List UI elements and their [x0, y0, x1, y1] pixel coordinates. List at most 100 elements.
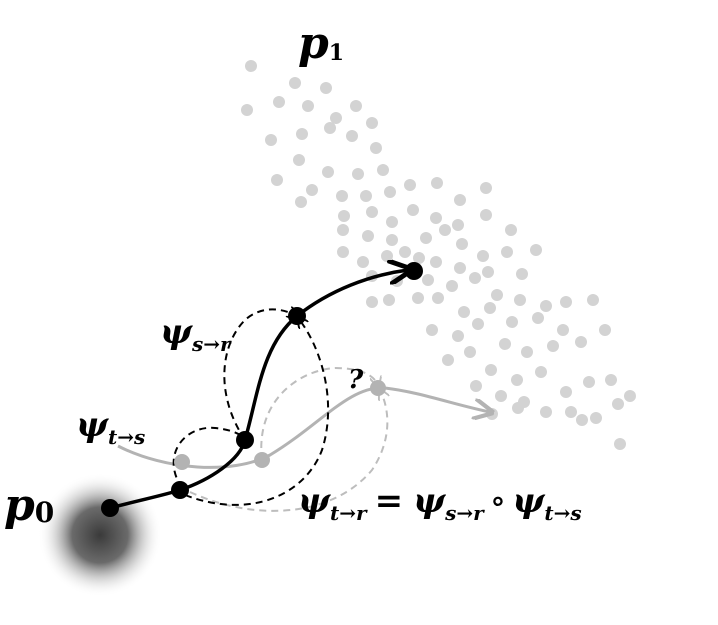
target-sample-point — [306, 184, 318, 196]
target-sample-point — [430, 212, 442, 224]
target-sample-point — [456, 238, 468, 250]
target-sample-point — [535, 366, 547, 378]
target-sample-point — [464, 346, 476, 358]
target-sample-point — [432, 292, 444, 304]
target-sample-point — [442, 354, 454, 366]
ghost-trajectory — [117, 386, 490, 469]
target-sample-point — [477, 250, 489, 262]
target-sample-point — [512, 402, 524, 414]
target-sample-point — [587, 294, 599, 306]
target-sample-point — [322, 166, 334, 178]
target-sample-point — [289, 77, 301, 89]
target-sample-point — [430, 256, 442, 268]
trajectory-point-r — [288, 307, 306, 325]
target-sample-point — [338, 210, 350, 222]
target-sample-point — [320, 82, 332, 94]
target-sample-point — [265, 134, 277, 146]
target-sample-point — [431, 177, 443, 189]
target-sample-point — [521, 346, 533, 358]
target-sample-point — [458, 306, 470, 318]
target-sample-point — [352, 168, 364, 180]
target-sample-point — [612, 398, 624, 410]
target-sample-point — [499, 338, 511, 350]
target-sample-point — [391, 275, 403, 287]
target-sample-point — [599, 324, 611, 336]
target-sample-point — [583, 376, 595, 388]
target-sample-point — [557, 324, 569, 336]
target-sample-point — [454, 194, 466, 206]
target-sample-point — [565, 406, 577, 418]
target-sample-point — [506, 316, 518, 328]
target-sample-point — [362, 230, 374, 242]
target-sample-point — [386, 216, 398, 228]
main-trajectory — [109, 270, 408, 510]
target-sample-point — [422, 274, 434, 286]
target-sample-point — [366, 296, 378, 308]
target-sample-point — [324, 122, 336, 134]
target-sample-point — [452, 219, 464, 231]
target-sample-point — [501, 246, 513, 258]
target-sample-point — [505, 224, 517, 236]
target-sample-point — [482, 266, 494, 278]
target-sample-point — [454, 262, 466, 274]
target-sample-point — [495, 390, 507, 402]
target-sample-point — [337, 224, 349, 236]
target-sample-point — [469, 272, 481, 284]
target-distribution-points — [241, 60, 636, 450]
target-sample-point — [407, 204, 419, 216]
target-sample-point — [530, 244, 542, 256]
label-psi-t-to-s: ψt→s — [76, 405, 145, 449]
target-sample-point — [241, 104, 253, 116]
target-sample-point — [337, 246, 349, 258]
target-sample-point — [472, 318, 484, 330]
target-sample-point — [532, 312, 544, 324]
label-p1: p1 — [298, 18, 344, 69]
ghost-point-1 — [174, 454, 190, 470]
target-sample-point — [296, 128, 308, 140]
target-sample-point — [485, 364, 497, 376]
target-sample-point — [377, 164, 389, 176]
target-sample-point — [360, 190, 372, 202]
target-sample-point — [614, 438, 626, 450]
trajectory-end-point — [405, 262, 423, 280]
ghost-loop-arc — [260, 366, 378, 461]
target-sample-point — [412, 292, 424, 304]
target-sample-point — [624, 390, 636, 402]
ghost-point-3 — [370, 380, 386, 396]
target-sample-point — [366, 206, 378, 218]
target-sample-point — [480, 209, 492, 221]
target-sample-point — [420, 232, 432, 244]
target-sample-point — [245, 60, 257, 72]
target-sample-point — [413, 252, 425, 264]
psi-t-to-s-arc — [172, 426, 247, 489]
label-p0: p0 — [4, 480, 54, 531]
target-sample-point — [404, 179, 416, 191]
trajectory-point-t — [171, 481, 189, 499]
ghost-jump-arc — [189, 390, 387, 512]
target-sample-point — [346, 130, 358, 142]
target-sample-point — [295, 196, 307, 208]
target-sample-point — [366, 117, 378, 129]
target-sample-point — [480, 182, 492, 194]
target-sample-point — [271, 174, 283, 186]
trajectory-point-s — [236, 431, 254, 449]
psi-s-to-r-arc — [223, 309, 297, 441]
target-sample-point — [439, 224, 451, 236]
target-sample-point — [540, 300, 552, 312]
target-sample-point — [540, 406, 552, 418]
target-sample-point — [350, 100, 362, 112]
label-composition-equation: ψt→r=ψs→r∘ψt→s — [298, 481, 582, 525]
target-sample-point — [302, 100, 314, 112]
target-sample-point — [399, 246, 411, 258]
target-sample-point — [470, 380, 482, 392]
target-sample-point — [576, 414, 588, 426]
source-distribution-blob — [38, 473, 162, 597]
target-sample-point — [605, 374, 617, 386]
target-sample-point — [336, 190, 348, 202]
target-sample-point — [486, 408, 498, 420]
target-sample-point — [575, 336, 587, 348]
target-sample-point — [560, 296, 572, 308]
target-sample-point — [491, 289, 503, 301]
